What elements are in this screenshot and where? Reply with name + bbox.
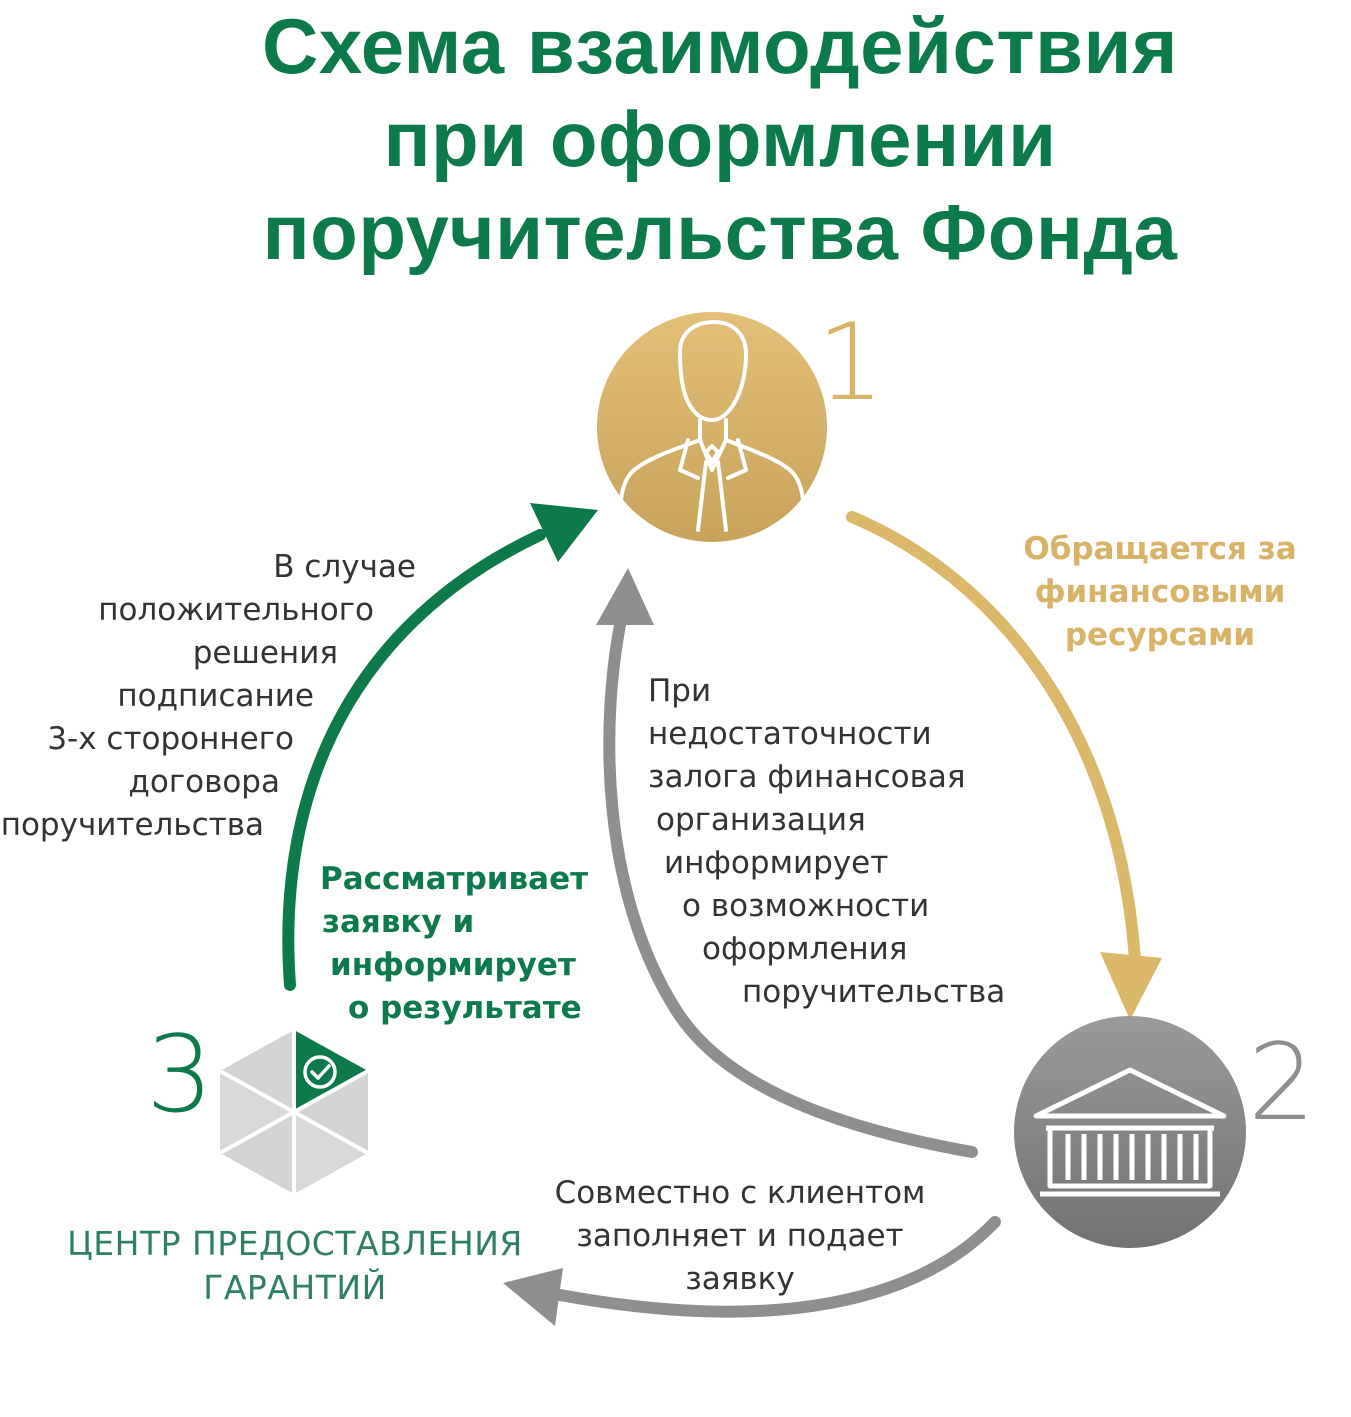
label-line: о возможности <box>682 888 930 924</box>
label-line: При <box>648 673 712 709</box>
arrow-center-to-client <box>282 503 598 991</box>
person-icon <box>618 320 806 532</box>
label-line: поручительства <box>0 807 264 843</box>
label-line: оформления <box>702 931 908 967</box>
node-bank <box>1014 1016 1246 1248</box>
label-line: заявку и <box>322 904 475 940</box>
label-line: финансовыми <box>1034 574 1286 610</box>
label-line: информирует <box>330 947 576 983</box>
label-line: о результате <box>348 990 582 1026</box>
label-line: организация <box>656 802 866 838</box>
center-name-line-2: ГАРАНТИЙ <box>203 1268 387 1307</box>
title-line-2: при оформлении <box>383 95 1057 183</box>
label-line: 3-х стороннего <box>47 721 294 757</box>
arrowhead-gray-up <box>596 568 654 625</box>
label-bank-to-center: Совместно с клиентом заполняет и подает … <box>530 1172 950 1301</box>
node-1-number: 1 <box>817 301 885 424</box>
label-line: заполняет и подает <box>576 1218 904 1254</box>
label-bank-to-client: При недостаточности залога финансовая ор… <box>646 670 1005 1014</box>
label-center-review: Рассматривает заявку и информирует о рез… <box>320 858 588 1030</box>
label-line: подписание <box>117 678 314 714</box>
label-line: Совместно с клиентом <box>554 1175 926 1211</box>
label-center-sign: В случае положительного решения подписан… <box>0 546 416 847</box>
arrow-bank-to-center <box>503 1216 1001 1326</box>
label-line: В случае <box>273 549 416 585</box>
hexagon-check-icon <box>219 1030 369 1194</box>
node-center <box>219 1030 369 1194</box>
bank-icon <box>1033 1067 1227 1197</box>
center-name: ЦЕНТР ПРЕДОСТАВЛЕНИЯ ГАРАНТИЙ <box>50 1222 540 1310</box>
label-line: заявку <box>685 1261 795 1297</box>
title-line-3: поручительства Фонда <box>262 188 1178 276</box>
label-client-to-bank: Обращается за финансовыми ресурсами <box>1000 528 1320 657</box>
label-line: поручительства <box>742 974 1006 1010</box>
arrow-client-to-bank <box>846 511 1162 1020</box>
arrowhead-green <box>530 503 598 562</box>
label-line: ресурсами <box>1064 617 1256 653</box>
label-line: решения <box>192 635 338 671</box>
arrow-bank-to-client <box>596 568 978 1158</box>
label-line: Рассматривает <box>320 861 589 897</box>
node-3-number: 3 <box>146 1013 214 1136</box>
title-line-1: Схема взаимодействия <box>262 2 1178 90</box>
center-name-line-1: ЦЕНТР ПРЕДОСТАВЛЕНИЯ <box>67 1224 523 1263</box>
diagram-title: Схема взаимодействия при оформлении пору… <box>175 0 1265 279</box>
label-line: информирует <box>664 845 889 881</box>
label-line: недостаточности <box>648 716 932 752</box>
node-client <box>597 312 827 542</box>
label-line: договора <box>128 764 280 800</box>
arrowhead-gray-left <box>503 1268 563 1326</box>
node-2-number: 2 <box>1248 1021 1316 1144</box>
arrowhead-gold <box>1100 952 1162 1020</box>
label-line: залога финансовая <box>648 759 966 795</box>
label-line: Обращается за <box>1023 531 1297 567</box>
client-circle <box>597 312 827 542</box>
bank-circle <box>1014 1016 1246 1248</box>
label-line: положительного <box>98 592 374 628</box>
